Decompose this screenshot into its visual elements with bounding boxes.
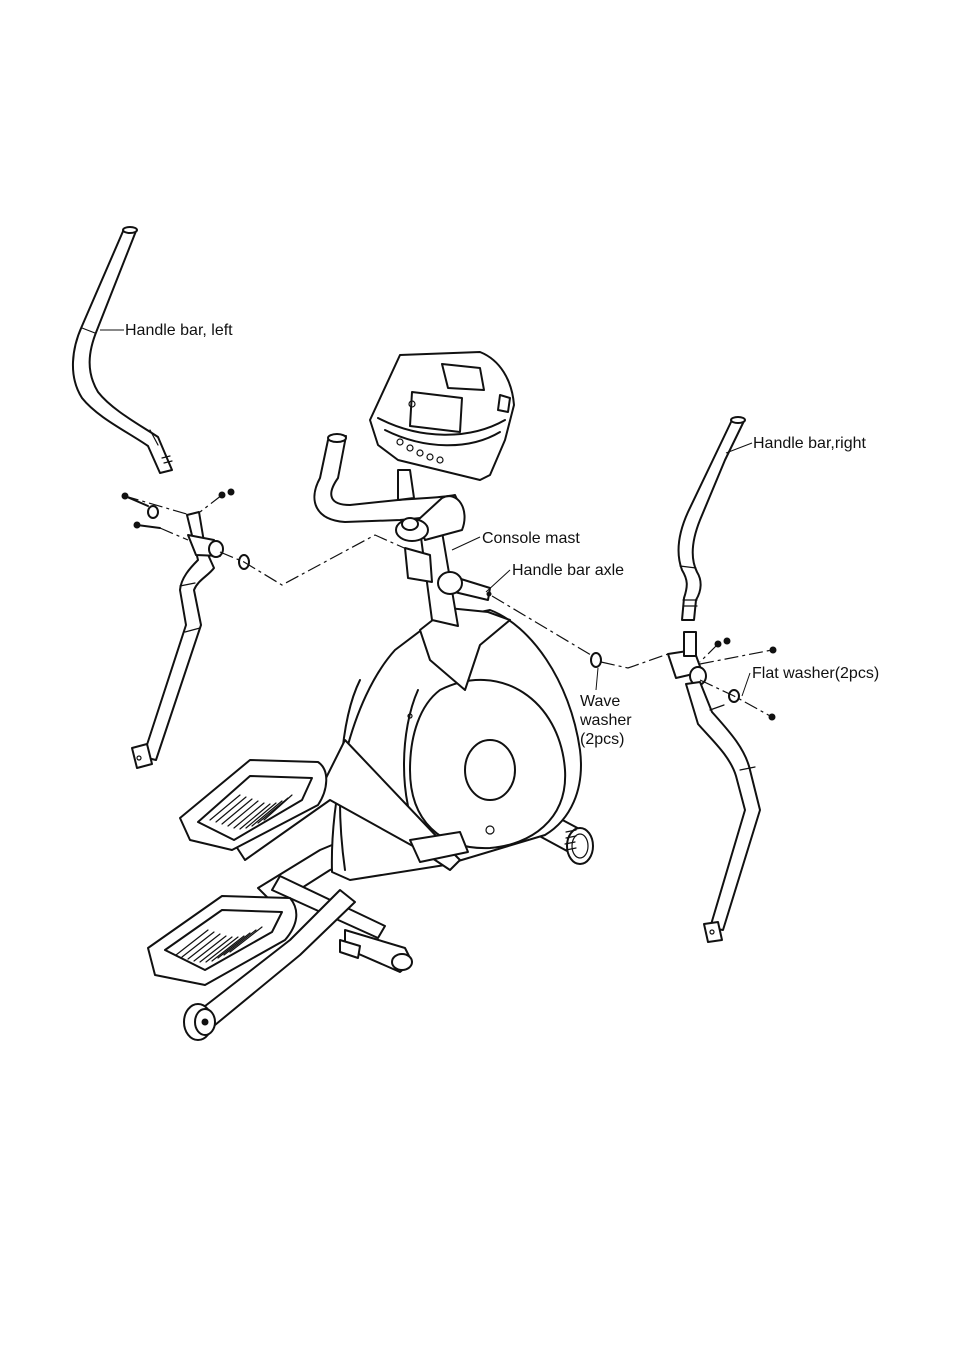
- bolt-icon: [769, 646, 777, 654]
- label-wave-washer-line2: washer: [579, 712, 632, 729]
- bolt-icon: [199, 488, 235, 513]
- flat-washer-icon: [147, 505, 159, 519]
- label-handle-bar-left: Handle bar, left: [125, 322, 233, 339]
- label-handle-bar-right: Handle bar,right: [753, 435, 867, 452]
- handle-bar-left-part: [71, 226, 421, 769]
- wave-washer-icon: [590, 652, 602, 668]
- label-wave-washer-line1: Wave: [580, 693, 620, 710]
- label-wave-washer-line3: (2pcs): [580, 731, 624, 748]
- handle-bar-right-part: [590, 416, 777, 943]
- elliptical-trainer: [147, 351, 597, 1041]
- label-flat-washer: Flat washer(2pcs): [752, 665, 879, 682]
- bolt-icon: [714, 637, 731, 648]
- bolt-icon: [133, 521, 161, 529]
- label-handle-bar-axle: Handle bar axle: [512, 562, 624, 579]
- label-console-mast: Console mast: [482, 530, 580, 547]
